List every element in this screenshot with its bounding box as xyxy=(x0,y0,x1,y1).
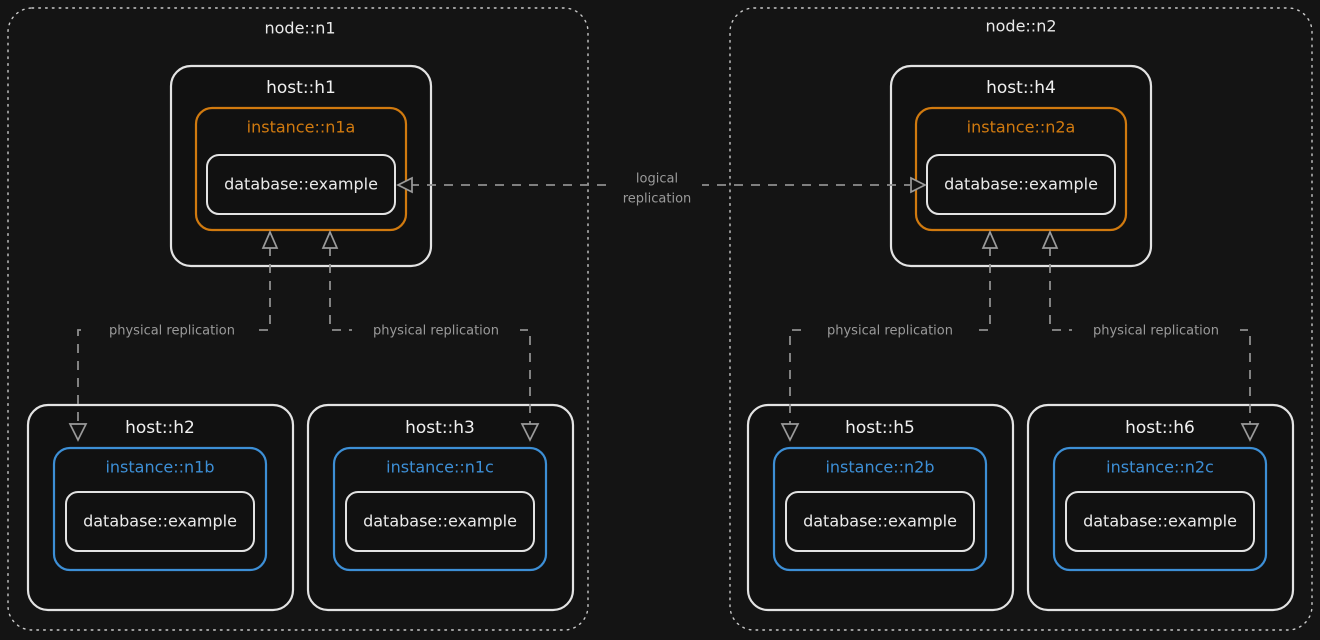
database-container-h1[interactable] xyxy=(206,154,396,215)
arrowhead-left-icon xyxy=(396,176,413,194)
edge-physical-replication-n2b[interactable]: physical replication xyxy=(780,229,999,442)
instance-label-n1c: instance::n1c xyxy=(386,458,494,477)
host-label-h5: host::h5 xyxy=(845,418,915,438)
arrowhead-up-n1b-icon xyxy=(261,229,279,249)
database-container-h2[interactable] xyxy=(65,491,255,552)
host-label-h2: host::h2 xyxy=(125,418,195,438)
edge-physical-replication-n2c-path xyxy=(1049,247,1251,425)
arrowhead-down-n2c-icon xyxy=(1240,423,1260,442)
edge-physical-n2c-label-backdrop xyxy=(1072,321,1240,340)
node-label-n1: node::n1 xyxy=(264,19,335,38)
instance-label-n2b: instance::n2b xyxy=(825,458,934,477)
host-group-h2[interactable]: host::h2 instance::n1b database::example xyxy=(26,403,295,612)
arrowhead-down-n2b-icon xyxy=(780,423,800,442)
database-label-h4: database::example xyxy=(944,175,1098,194)
node-label-n2: node::n2 xyxy=(985,17,1056,36)
database-container-h5[interactable] xyxy=(785,491,975,552)
edge-physical-n1b-label-backdrop xyxy=(88,321,256,340)
node-container-n2[interactable] xyxy=(729,7,1313,631)
edge-physical-replication-n2b-label: physical replication xyxy=(827,324,953,339)
host-label-h3: host::h3 xyxy=(405,418,475,438)
arrowhead-up-n1c-icon xyxy=(321,229,339,249)
host-group-h1[interactable]: host::h1 instance::n1a database::example xyxy=(169,64,433,268)
arrowhead-up-n2c-icon xyxy=(1041,229,1059,249)
node-container-n1[interactable] xyxy=(7,7,589,631)
database-label-h6: database::example xyxy=(1083,512,1237,531)
edge-physical-replication-n2b-path xyxy=(789,247,991,425)
instance-label-n2a: instance::n2a xyxy=(967,118,1076,137)
edge-physical-replication-n1c[interactable]: physical replication xyxy=(321,229,540,442)
edge-physical-n2b-label-backdrop xyxy=(806,321,974,340)
database-label-h2: database::example xyxy=(83,512,237,531)
edge-physical-replication-n2c-label: physical replication xyxy=(1093,324,1219,339)
database-container-h4[interactable] xyxy=(926,154,1116,215)
host-label-h6: host::h6 xyxy=(1125,418,1195,438)
instance-label-n2c: instance::n2c xyxy=(1106,458,1214,477)
edge-logical-label-backdrop xyxy=(612,167,702,207)
database-label-h1: database::example xyxy=(224,175,378,194)
host-group-h4[interactable]: host::h4 instance::n2a database::example xyxy=(889,64,1153,268)
database-container-h6[interactable] xyxy=(1065,491,1255,552)
instance-label-n1b: instance::n1b xyxy=(105,458,214,477)
database-label-h5: database::example xyxy=(803,512,957,531)
database-label-h3: database::example xyxy=(363,512,517,531)
host-label-h4: host::h4 xyxy=(986,78,1056,98)
arrowhead-down-n1c-icon xyxy=(520,423,540,442)
edge-logical-replication[interactable]: logical replication xyxy=(396,167,927,207)
edge-physical-replication-n1b[interactable]: physical replication xyxy=(68,229,279,442)
edge-physical-replication-n1c-label: physical replication xyxy=(373,324,499,339)
instance-label-n1a: instance::n1a xyxy=(247,118,356,137)
edge-physical-replication-n2c[interactable]: physical replication xyxy=(1041,229,1260,442)
arrowhead-up-n2b-icon xyxy=(981,229,999,249)
arrowhead-right-icon xyxy=(910,176,927,194)
node-group-n1[interactable]: node::n1 xyxy=(7,7,589,631)
database-container-h3[interactable] xyxy=(345,491,535,552)
edge-logical-replication-label-line2: replication xyxy=(623,192,692,207)
host-group-h6[interactable]: host::h6 instance::n2c database::example xyxy=(1026,403,1295,612)
host-label-h1: host::h1 xyxy=(266,78,336,98)
edge-physical-replication-n1b-label: physical replication xyxy=(109,324,235,339)
edge-physical-n1c-label-backdrop xyxy=(352,321,520,340)
edge-physical-replication-n1c-path xyxy=(329,247,531,425)
edge-logical-replication-label-line1: logical xyxy=(636,172,678,187)
host-group-h5[interactable]: host::h5 instance::n2b database::example xyxy=(746,403,1015,612)
node-group-n2[interactable]: node::n2 xyxy=(729,7,1313,631)
arrowhead-down-n1b-icon xyxy=(68,423,88,442)
host-group-h3[interactable]: host::h3 instance::n1c database::example xyxy=(306,403,575,612)
